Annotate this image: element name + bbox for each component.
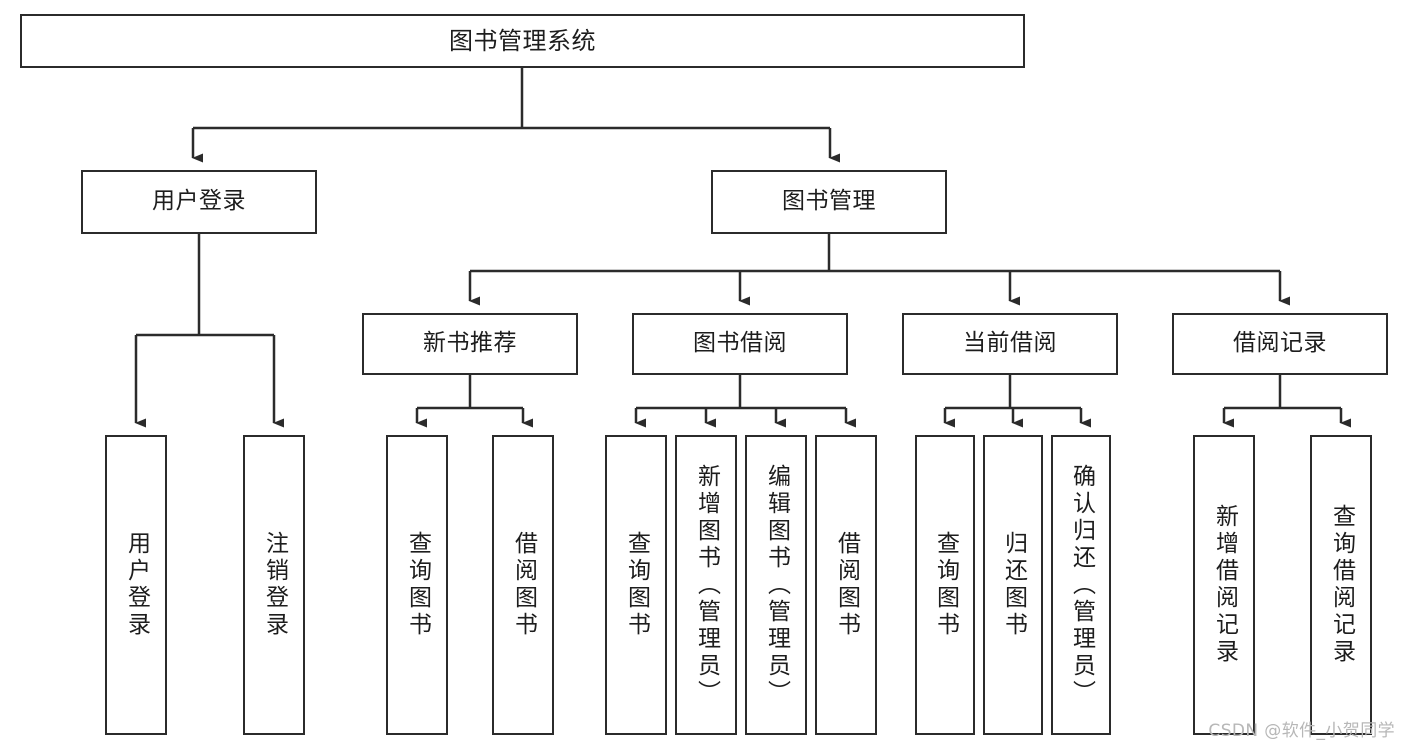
node-root-book-management-system[interactable]: 图书管理系统 (20, 14, 1025, 68)
leaf-book-borrow-query-books[interactable]: 查询图书 (605, 435, 667, 735)
node-label: 确认归还（管理员） (1068, 463, 1095, 707)
leaf-borrow-record-add-record[interactable]: 新增借阅记录 (1193, 435, 1255, 735)
node-label: 图书借阅 (693, 330, 787, 357)
node-label: 编辑图书（管理员） (763, 463, 790, 707)
node-label: 当前借阅 (963, 330, 1057, 357)
leaf-user-login-logout[interactable]: 注销登录 (243, 435, 305, 735)
leaf-book-borrow-borrow-books[interactable]: 借阅图书 (815, 435, 877, 735)
leaf-borrow-record-query-record[interactable]: 查询借阅记录 (1310, 435, 1372, 735)
csdn-watermark: CSDN @软件_小贺同学 (1208, 721, 1395, 741)
leaf-current-borrow-query-books[interactable]: 查询图书 (915, 435, 975, 735)
node-label: 查询图书 (623, 531, 650, 639)
leaf-user-login-login[interactable]: 用户登录 (105, 435, 167, 735)
node-label: 注销登录 (261, 531, 288, 639)
node-label: 新增图书（管理员） (693, 463, 720, 707)
node-label: 借阅图书 (510, 531, 537, 639)
node-label: 查询图书 (932, 531, 959, 639)
leaf-book-borrow-add-book-admin[interactable]: 新增图书（管理员） (675, 435, 737, 735)
node-label: 借阅图书 (833, 531, 860, 639)
node-label: 新书推荐 (423, 330, 517, 357)
node-label: 查询借阅记录 (1328, 504, 1355, 666)
node-label: 用户登录 (123, 531, 150, 639)
leaf-new-book-query-books[interactable]: 查询图书 (386, 435, 448, 735)
node-label: 用户登录 (152, 188, 246, 215)
node-label: 借阅记录 (1233, 330, 1327, 357)
node-new-book-recommendation[interactable]: 新书推荐 (362, 313, 578, 375)
leaf-new-book-borrow-books[interactable]: 借阅图书 (492, 435, 554, 735)
node-current-borrowing[interactable]: 当前借阅 (902, 313, 1118, 375)
node-label: 图书管理 (782, 188, 876, 215)
node-book-borrowing[interactable]: 图书借阅 (632, 313, 848, 375)
node-label: 新增借阅记录 (1211, 504, 1238, 666)
node-label: 归还图书 (1000, 531, 1027, 639)
leaf-current-borrow-return-books[interactable]: 归还图书 (983, 435, 1043, 735)
leaf-current-borrow-confirm-return-admin[interactable]: 确认归还（管理员） (1051, 435, 1111, 735)
node-label: 图书管理系统 (449, 26, 596, 55)
node-borrowing-records[interactable]: 借阅记录 (1172, 313, 1388, 375)
leaf-book-borrow-edit-book-admin[interactable]: 编辑图书（管理员） (745, 435, 807, 735)
node-label: 查询图书 (404, 531, 431, 639)
node-book-management[interactable]: 图书管理 (711, 170, 947, 234)
node-user-login[interactable]: 用户登录 (81, 170, 317, 234)
